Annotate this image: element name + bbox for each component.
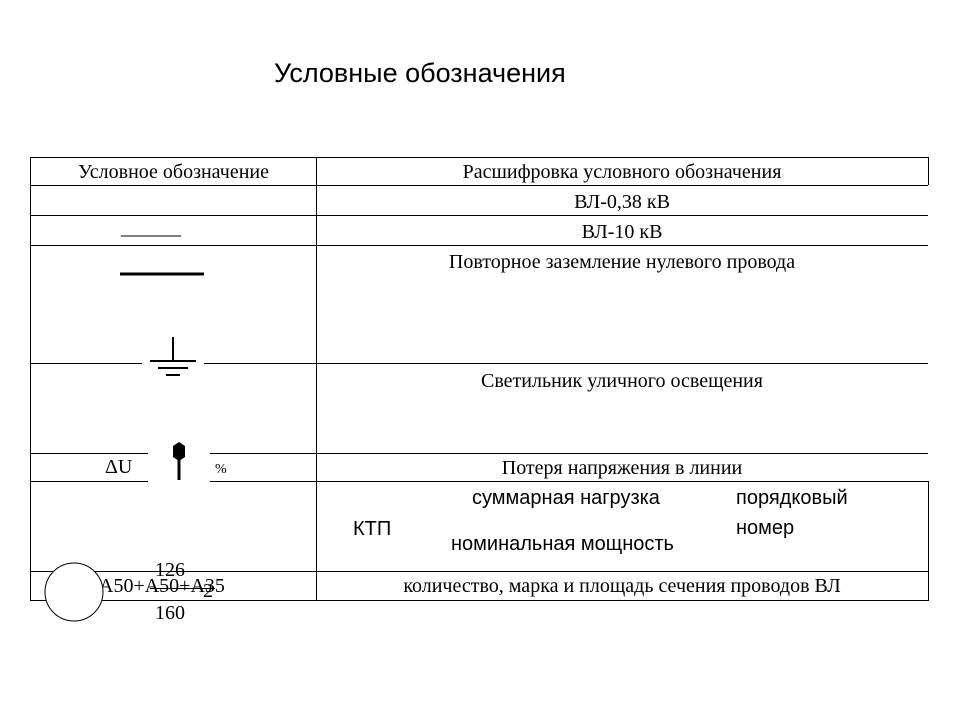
table-row: Повторное заземление нулевого провода — [30, 245, 928, 364]
table-row: Светильник уличного освещения — [30, 363, 928, 454]
description-cell: КТП суммарная нагрузка номинальная мощно… — [316, 482, 928, 572]
description-cell: Потеря напряжения в линии — [316, 454, 928, 482]
description-cell: ВЛ-10 кВ — [316, 216, 928, 246]
row-description: Повторное заземление нулевого провода — [448, 251, 796, 273]
slide-title: Условные обозначения — [274, 58, 566, 88]
symbol-cell: ΔU % — [30, 454, 317, 482]
serial-number-label-line1: порядковый — [736, 487, 848, 509]
table-row: А50+А50+А35 количество, марка и площадь … — [30, 571, 928, 601]
row-description: Потеря напряжения в линии — [501, 457, 743, 479]
ktp-circle-icon — [44, 562, 104, 622]
ktp-symbol-top: 126 — [155, 559, 185, 581]
table-row: КТП суммарная нагрузка номинальная мощно… — [30, 481, 928, 572]
description-cell: Повторное заземление нулевого провода — [316, 246, 928, 364]
header-left-cell: Условное обозначение — [30, 158, 317, 186]
total-load-label: суммарная нагрузка — [472, 487, 660, 509]
description-cell: количество, марка и площадь сечения пров… — [316, 572, 928, 601]
header-right-cell: Расшифровка условного обозначения — [316, 158, 928, 186]
ground-icon — [150, 337, 196, 376]
table-bottom-border — [30, 600, 928, 601]
street-light-icon — [173, 442, 185, 480]
ktp-frame-right-border — [928, 481, 929, 601]
row-symbol: ΔU — [105, 456, 133, 478]
table-row: ВЛ-0,38 кВ — [30, 185, 928, 216]
bold-line-icon — [120, 272, 204, 276]
row-description: Светильник уличного освещения — [481, 370, 763, 392]
legend-table: Условное обозначение Расшифровка условно… — [30, 157, 928, 601]
description-cell: Светильник уличного освещения — [316, 364, 928, 454]
table-row: ΔU % Потеря напряжения в линии — [30, 453, 928, 482]
description-cell: ВЛ-0,38 кВ — [316, 186, 928, 216]
row-description: количество, марка и площадь сечения пров… — [403, 575, 841, 597]
symbol-cell: ______ — [30, 216, 317, 246]
symbol-cell — [30, 246, 317, 364]
rated-power-label: номинальная мощность — [451, 533, 674, 555]
header-left-label: Условное обозначение — [78, 161, 269, 183]
row-description: ВЛ-0,38 кВ — [574, 191, 670, 213]
row-symbol: А50+А50+А35 — [99, 575, 225, 597]
header-right-label: Расшифровка условного обозначения — [462, 161, 782, 183]
row-description: ВЛ-10 кВ — [581, 221, 663, 243]
table-row: ______ ВЛ-10 кВ — [30, 215, 928, 246]
symbol-cell: А50+А50+А35 — [30, 572, 317, 601]
row-symbol-suffix: % — [215, 462, 227, 477]
ktp-divider-line — [150, 588, 215, 589]
row-symbol: ______ — [121, 217, 181, 239]
symbol-cell — [30, 482, 317, 572]
symbol-cell — [30, 364, 317, 454]
table-header-row: Условное обозначение Расшифровка условно… — [30, 157, 928, 186]
ktp-label: КТП — [353, 518, 392, 540]
serial-number-label-line2: номер — [736, 517, 795, 539]
ktp-symbol-right: 2 — [203, 580, 213, 602]
ktp-symbol-bottom: 160 — [155, 602, 185, 624]
ktp-row-right-border — [928, 157, 929, 185]
symbol-cell — [30, 186, 317, 216]
